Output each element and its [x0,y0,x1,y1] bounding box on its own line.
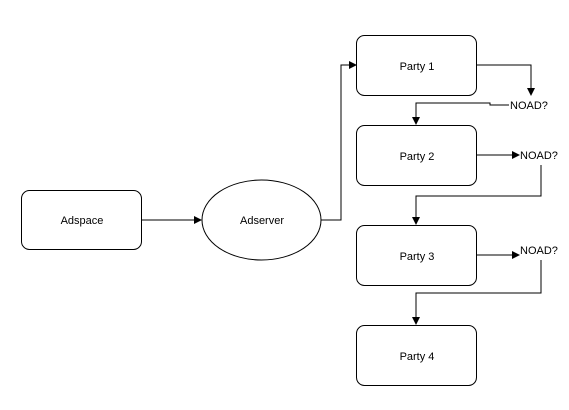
party-1-node: Party 1 [356,35,477,96]
party-3-node: Party 3 [356,225,477,286]
adserver-label: Adserver [240,215,284,227]
adserver-node: Adserver [201,179,322,261]
edge-noad1-to-party2 [412,102,509,125]
noad-decision-3: NOAD? [520,245,558,257]
edge-party1-to-noad1 [476,64,535,96]
party-4-node: Party 4 [356,325,477,386]
noad-decision-2: NOAD? [520,150,558,162]
edge-noad2-to-party3 [412,165,542,225]
adspace-label: Adspace [61,215,104,227]
party-3-label: Party 3 [400,251,435,263]
party-4-label: Party 4 [400,351,435,363]
party-2-label: Party 2 [400,151,435,163]
party-2-node: Party 2 [356,125,477,186]
party-1-label: Party 1 [400,61,435,73]
adspace-node: Adspace [21,190,142,250]
edge-noad3-to-party4 [412,260,542,325]
edge-adserver-to-party1 [321,61,357,221]
noad-decision-1: NOAD? [510,100,548,112]
